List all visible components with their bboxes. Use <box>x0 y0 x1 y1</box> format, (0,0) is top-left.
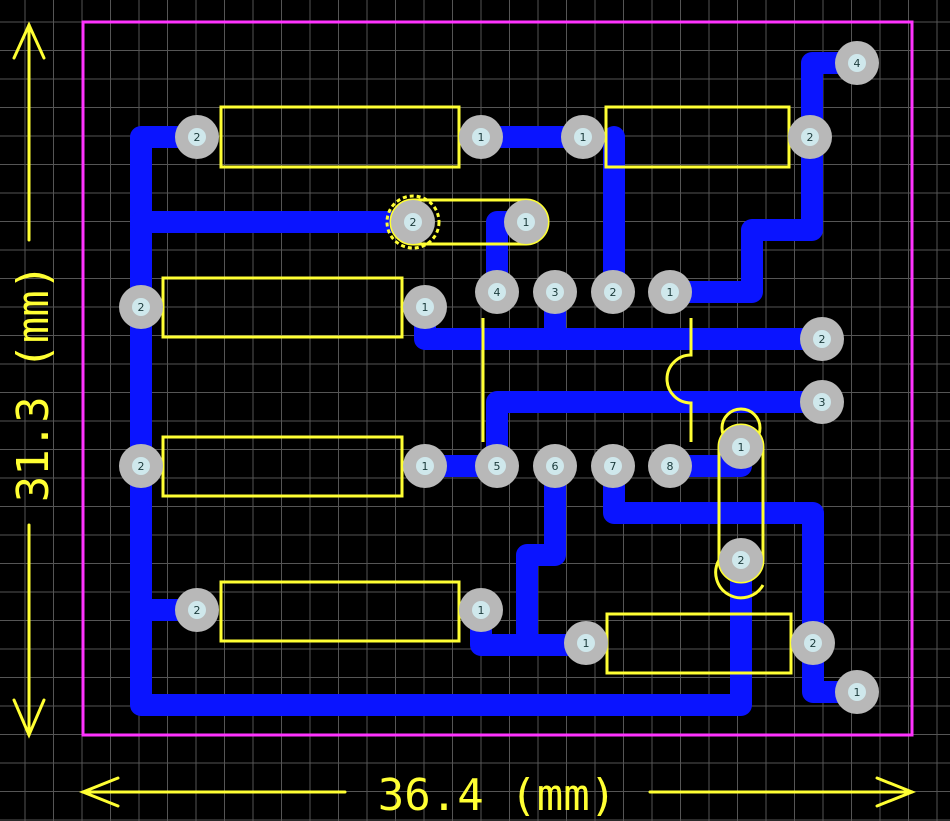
pad[interactable]: 2 <box>119 285 163 329</box>
pad-label: 1 <box>478 604 485 617</box>
pad-label: 5 <box>494 460 501 473</box>
pad-label: 6 <box>552 460 559 473</box>
trace-top-conn <box>659 52 868 303</box>
pad[interactable]: 2 <box>591 270 635 314</box>
trace-ic7-conn1 <box>603 455 866 703</box>
ic-outline <box>481 318 693 442</box>
pad[interactable]: 4 <box>475 270 519 314</box>
pad-label: 7 <box>610 460 617 473</box>
pad[interactable]: 6 <box>533 444 577 488</box>
width-arrow-right <box>875 776 917 808</box>
pad-label: 2 <box>807 131 814 144</box>
pad[interactable]: 2 <box>719 538 763 582</box>
pad-label: 8 <box>667 460 674 473</box>
pad-label: 2 <box>819 333 826 346</box>
pad-label: 2 <box>738 554 745 567</box>
pad[interactable]: 1 <box>561 115 605 159</box>
board-outline <box>81 20 914 737</box>
pad-label: 2 <box>138 460 145 473</box>
pad[interactable]: 1 <box>504 200 548 244</box>
pad[interactable]: 1 <box>459 588 503 632</box>
pad[interactable]: 1 <box>403 444 447 488</box>
pad-label: 2 <box>138 301 145 314</box>
pad-label: 1 <box>854 686 861 699</box>
pad[interactable]: 2 <box>175 115 219 159</box>
resistor-r3-outline <box>161 276 404 339</box>
pad-label: 1 <box>583 637 590 650</box>
pad-label: 3 <box>552 286 559 299</box>
pad[interactable]: 1 <box>648 270 692 314</box>
pad-label: 1 <box>580 131 587 144</box>
pad-label: 1 <box>523 216 530 229</box>
pad-label: 2 <box>194 131 201 144</box>
pad[interactable]: 8 <box>648 444 692 488</box>
pad[interactable]: 2 <box>175 588 219 632</box>
pad[interactable]: 2 <box>119 444 163 488</box>
resistor-r4-outline <box>161 435 404 498</box>
pad-label: 2 <box>610 286 617 299</box>
pad-label: 4 <box>494 286 501 299</box>
cap-polarity-arc <box>714 559 765 600</box>
height-dimension-label: 31.3 (mm) <box>8 264 59 502</box>
pad-label: 1 <box>478 131 485 144</box>
pad[interactable]: 4 <box>835 41 879 85</box>
pad-label: 1 <box>422 460 429 473</box>
pad[interactable]: 1 <box>719 425 763 469</box>
pad[interactable]: 3 <box>533 270 577 314</box>
trace-ic6 <box>516 455 566 644</box>
pad[interactable]: 2 <box>791 621 835 665</box>
pad[interactable]: 1 <box>564 621 608 665</box>
pad[interactable]: 7 <box>591 444 635 488</box>
pads: 2 1 1 2 4 2 1 2 1 2 1 2 1 1 2 1 2 3 4 5 … <box>119 41 879 714</box>
dimension-lines <box>12 21 917 808</box>
pad[interactable]: 1 <box>403 285 447 329</box>
height-arrow-top <box>12 21 46 60</box>
pad-label: 3 <box>819 396 826 409</box>
pad[interactable]: 1 <box>835 670 879 714</box>
pad[interactable]: 2 <box>788 115 832 159</box>
pad[interactable]: 5 <box>475 444 519 488</box>
pad[interactable]: 1 <box>459 115 503 159</box>
pad[interactable]: 3 <box>800 380 844 424</box>
pad-label: 1 <box>667 286 674 299</box>
pad-label: 2 <box>810 637 817 650</box>
resistor-r5-outline <box>219 580 461 643</box>
pad-label: 2 <box>410 216 417 229</box>
pad[interactable]: 2 <box>800 317 844 361</box>
pad-label: 1 <box>738 441 745 454</box>
pad1-marker-osc <box>385 194 441 250</box>
pad-label: 2 <box>194 604 201 617</box>
pad[interactable]: 2 <box>391 200 435 244</box>
pad-label: 4 <box>854 57 861 70</box>
trace-left-bus <box>130 126 752 716</box>
width-dimension-label: 36.4 (mm) <box>378 770 616 821</box>
pad-label: 1 <box>422 301 429 314</box>
width-arrow-left <box>78 776 120 808</box>
height-arrow-bottom <box>12 698 46 739</box>
